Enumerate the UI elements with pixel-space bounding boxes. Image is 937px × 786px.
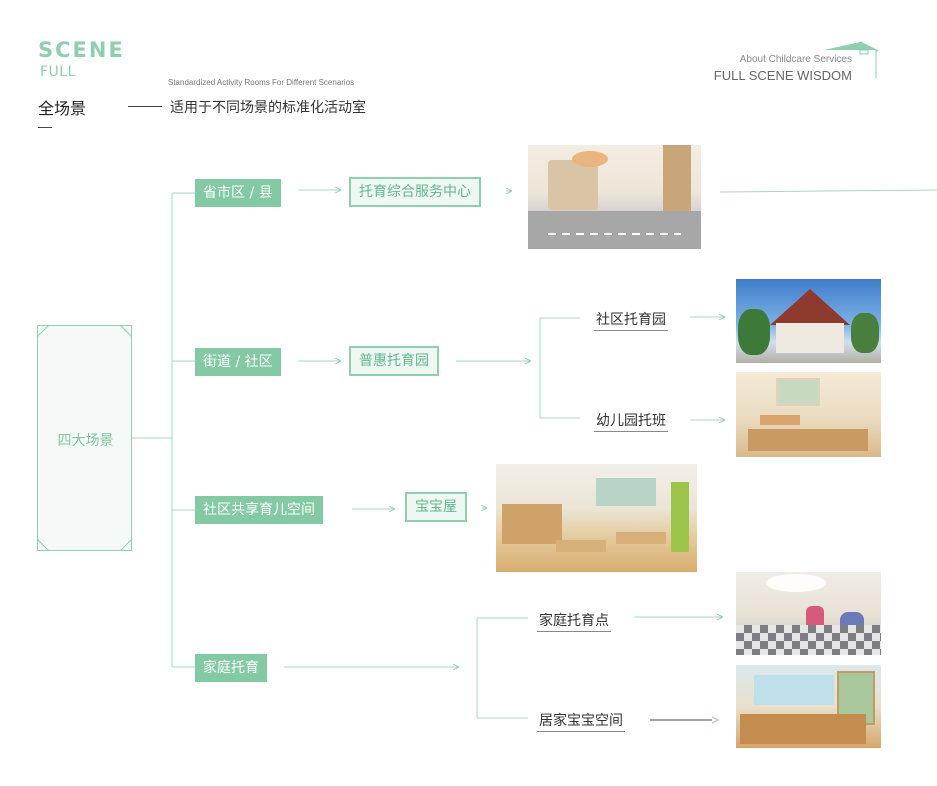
childcare-center-photo: [528, 145, 701, 249]
page-subtitle: 适用于不同场景的标准化活动室: [170, 100, 366, 116]
baby-house-photo: [496, 464, 697, 572]
sub-kindergarten-class: 幼儿园托班: [594, 410, 668, 432]
full-scene-wisdom-text: FULL SCENE WISDOM: [713, 68, 852, 83]
sub-family-childcare-point: 家庭托育点: [537, 610, 611, 632]
service-comprehensive-center: 托育综合服务中心: [349, 177, 481, 207]
category-family-childcare: 家庭托育: [195, 654, 267, 682]
kindergarten-class-photo: [736, 372, 881, 457]
family-childcare-photo: [736, 572, 881, 655]
title-underline: [38, 127, 52, 128]
logo-full-text: FULL: [40, 64, 76, 80]
about-services-text: About Childcare Services: [739, 54, 852, 65]
community-nursery-photo: [736, 279, 881, 363]
house-icon: [824, 41, 879, 78]
root-scene-label: 四大场景: [57, 433, 114, 449]
category-street-community: 街道 / 社区: [195, 348, 281, 376]
logo-scene-text: SCENE: [38, 38, 125, 62]
category-shared-parenting-space: 社区共享育儿空间: [195, 496, 323, 524]
english-tagline: Standardized Activity Rooms For Differen…: [168, 78, 355, 87]
home-baby-space-photo: [736, 665, 881, 748]
root-box-corners: [37, 325, 132, 551]
page-title: 全场景: [38, 99, 87, 118]
category-province-county: 省市区 / 县: [195, 179, 281, 207]
service-inclusive-nursery: 普惠托育园: [349, 346, 439, 376]
service-baby-house: 宝宝屋: [405, 492, 467, 522]
sub-home-baby-space: 居家宝宝空间: [537, 710, 625, 732]
root-scene-box: [37, 325, 132, 551]
sub-community-nursery: 社区托育园: [594, 309, 668, 331]
title-dash: [128, 106, 162, 107]
